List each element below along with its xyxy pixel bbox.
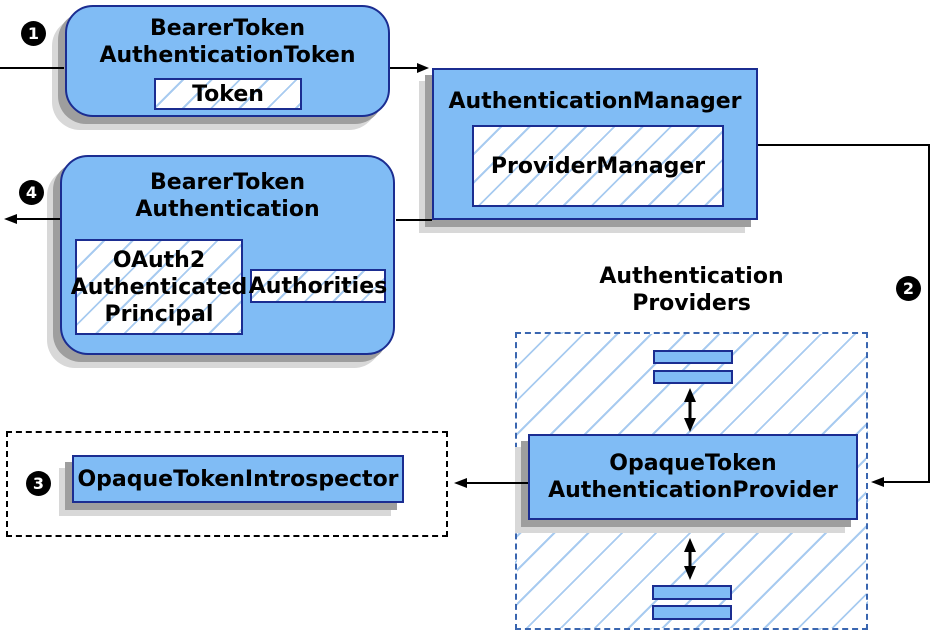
step-1-badge: 1: [21, 21, 46, 46]
authentication-providers-label: Authentication Providers: [515, 263, 868, 317]
member-principal-line1: OAuth2: [112, 247, 206, 273]
node-bearer-token-authentication: BearerToken Authentication OAuth2 Authen…: [60, 155, 395, 355]
member-oauth2-authenticated-principal: OAuth2 Authenticated Principal: [71, 239, 247, 335]
provider-placeholder-bar: [653, 370, 733, 384]
node-opaque-token-introspector: OpaqueTokenIntrospector: [72, 455, 404, 503]
member-principal-line2: Authenticated: [70, 274, 248, 300]
member-authorities: Authorities: [248, 269, 388, 303]
arrowhead-into-provider-icon: [871, 477, 884, 487]
node-opaque-token-introspector-title: OpaqueTokenIntrospector: [77, 466, 399, 492]
arrowhead-authentication-out-icon: [4, 214, 17, 224]
title-line: Authentication: [135, 197, 320, 222]
title-line: OpaqueToken: [609, 451, 777, 476]
member-token-label: Token: [192, 81, 264, 107]
title-line: BearerToken: [150, 170, 305, 195]
title-line: BearerToken: [150, 16, 305, 41]
node-bearer-token-authentication-title: BearerToken Authentication: [62, 169, 393, 223]
arrowhead-into-manager-icon: [417, 63, 429, 73]
node-opaque-token-authentication-provider-title: OpaqueToken AuthenticationProvider: [548, 450, 838, 504]
member-token: Token: [154, 78, 302, 110]
arrowhead-into-introspector-icon: [454, 478, 467, 488]
title-line: AuthenticationProvider: [548, 478, 838, 503]
title-line: AuthenticationManager: [448, 89, 742, 114]
node-authentication-manager-title: AuthenticationManager: [434, 88, 756, 115]
member-provider-manager: ProviderManager: [472, 125, 724, 207]
node-bearer-token-authentication-token-title: BearerToken AuthenticationToken: [67, 15, 388, 69]
member-authorities-label: Authorities: [248, 273, 388, 299]
provider-placeholder-bar: [652, 605, 732, 620]
provider-placeholder-bar: [653, 350, 733, 364]
node-opaque-token-authentication-provider: OpaqueToken AuthenticationProvider: [528, 434, 858, 520]
authentication-providers-label-line2: Providers: [632, 291, 751, 316]
member-principal-line3: Principal: [104, 301, 214, 327]
authentication-providers-label-line1: Authentication: [599, 264, 784, 289]
node-bearer-token-authentication-token: BearerToken AuthenticationToken Token: [65, 5, 390, 117]
step-4-badge: 4: [19, 180, 44, 205]
title-line: AuthenticationToken: [99, 43, 356, 68]
step-2-badge: 2: [896, 276, 921, 301]
step-3-badge: 3: [26, 471, 51, 496]
node-authentication-manager: AuthenticationManager ProviderManager: [432, 68, 758, 220]
provider-placeholder-bar: [652, 585, 732, 600]
member-provider-manager-label: ProviderManager: [490, 153, 706, 179]
